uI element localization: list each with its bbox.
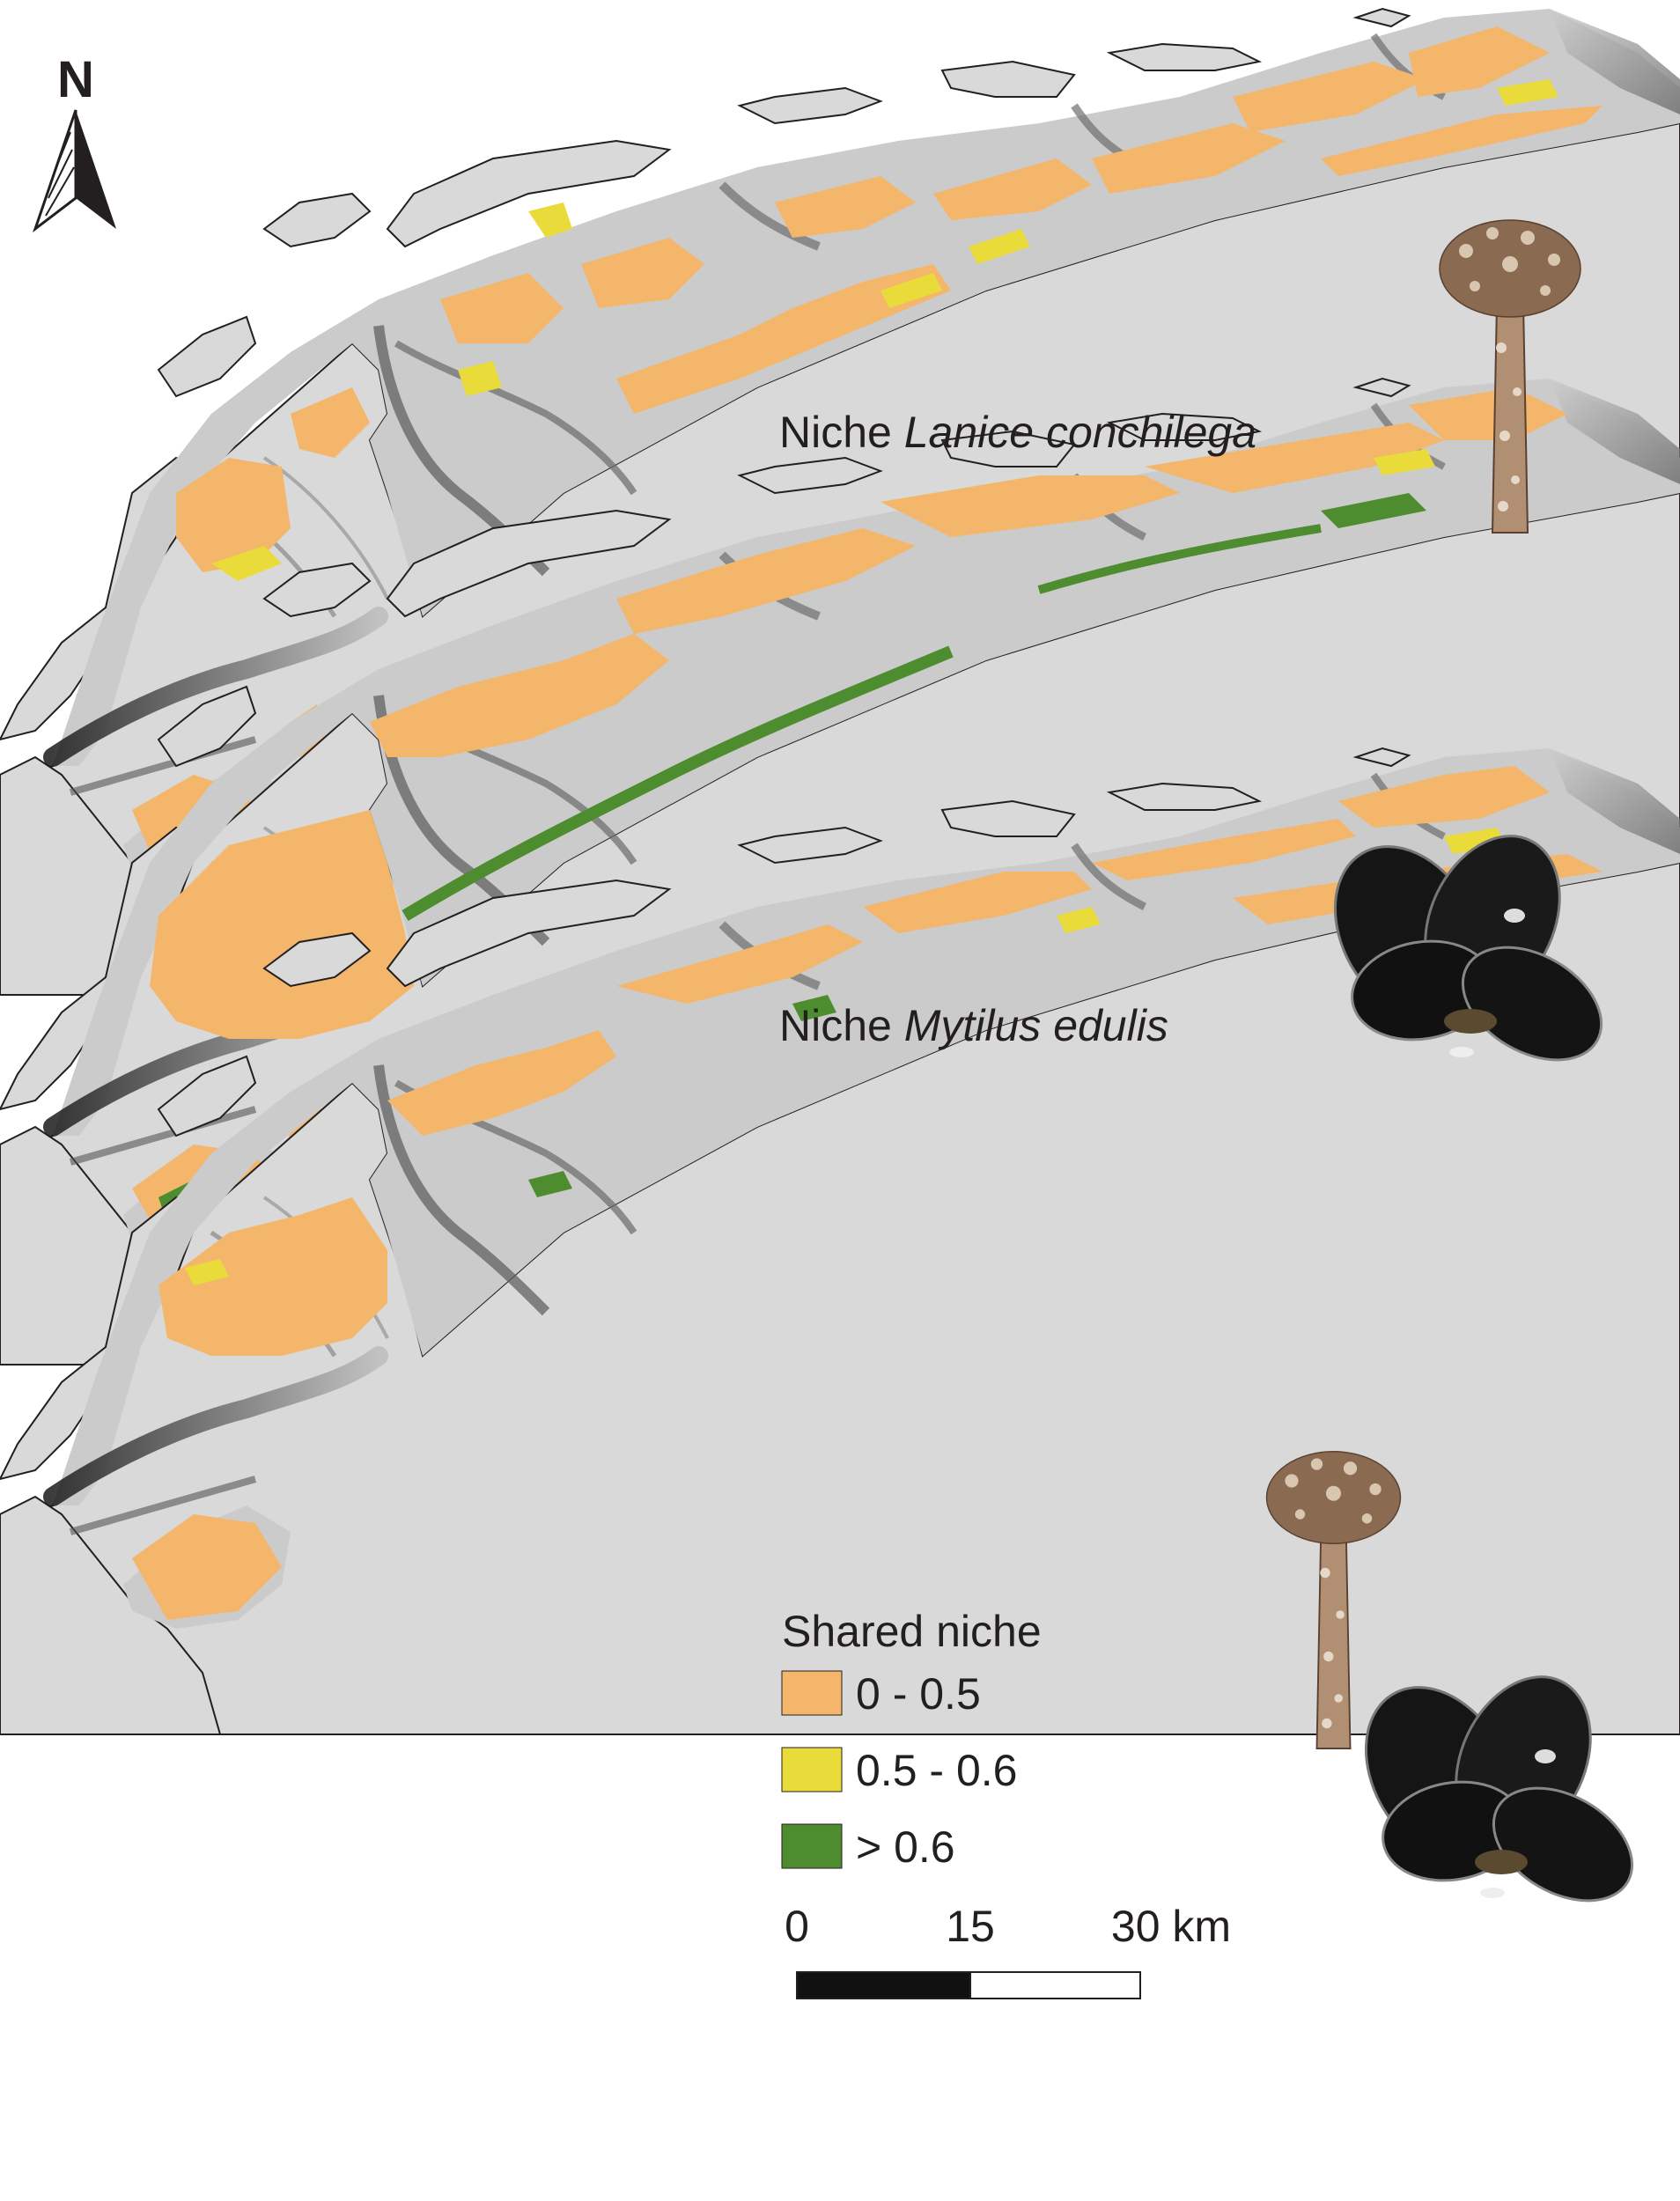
legend: Shared niche 0 - 0.5 0.5 - 0.6 > 0.6: [781, 1607, 1042, 1872]
scale-bar: 0 15 30 km: [785, 1902, 1231, 1999]
panel-title-lanice: Niche Lanice conchilega: [779, 408, 1256, 457]
scale-bar-black-segment: [796, 1971, 971, 1999]
legend-swatch-low: [781, 1670, 843, 1716]
panel-title-mytilus: Niche Mytilus edulis: [779, 1001, 1168, 1050]
legend-label-high: > 0.6: [856, 1822, 955, 1872]
legend-title: Shared niche: [782, 1607, 1042, 1656]
legend-swatch-mid: [781, 1747, 843, 1792]
legend-swatch-high: [781, 1823, 843, 1869]
scale-label-30: 30 km: [1111, 1902, 1231, 1951]
legend-label-mid: 0.5 - 0.6: [856, 1746, 1017, 1795]
north-label: N: [57, 51, 94, 108]
legend-label-low: 0 - 0.5: [856, 1669, 981, 1719]
scale-bar-white-segment: [969, 1971, 1141, 1999]
scale-label-0: 0: [785, 1902, 809, 1951]
scale-label-15: 15: [946, 1902, 995, 1951]
north-arrow-icon: N: [32, 51, 116, 233]
